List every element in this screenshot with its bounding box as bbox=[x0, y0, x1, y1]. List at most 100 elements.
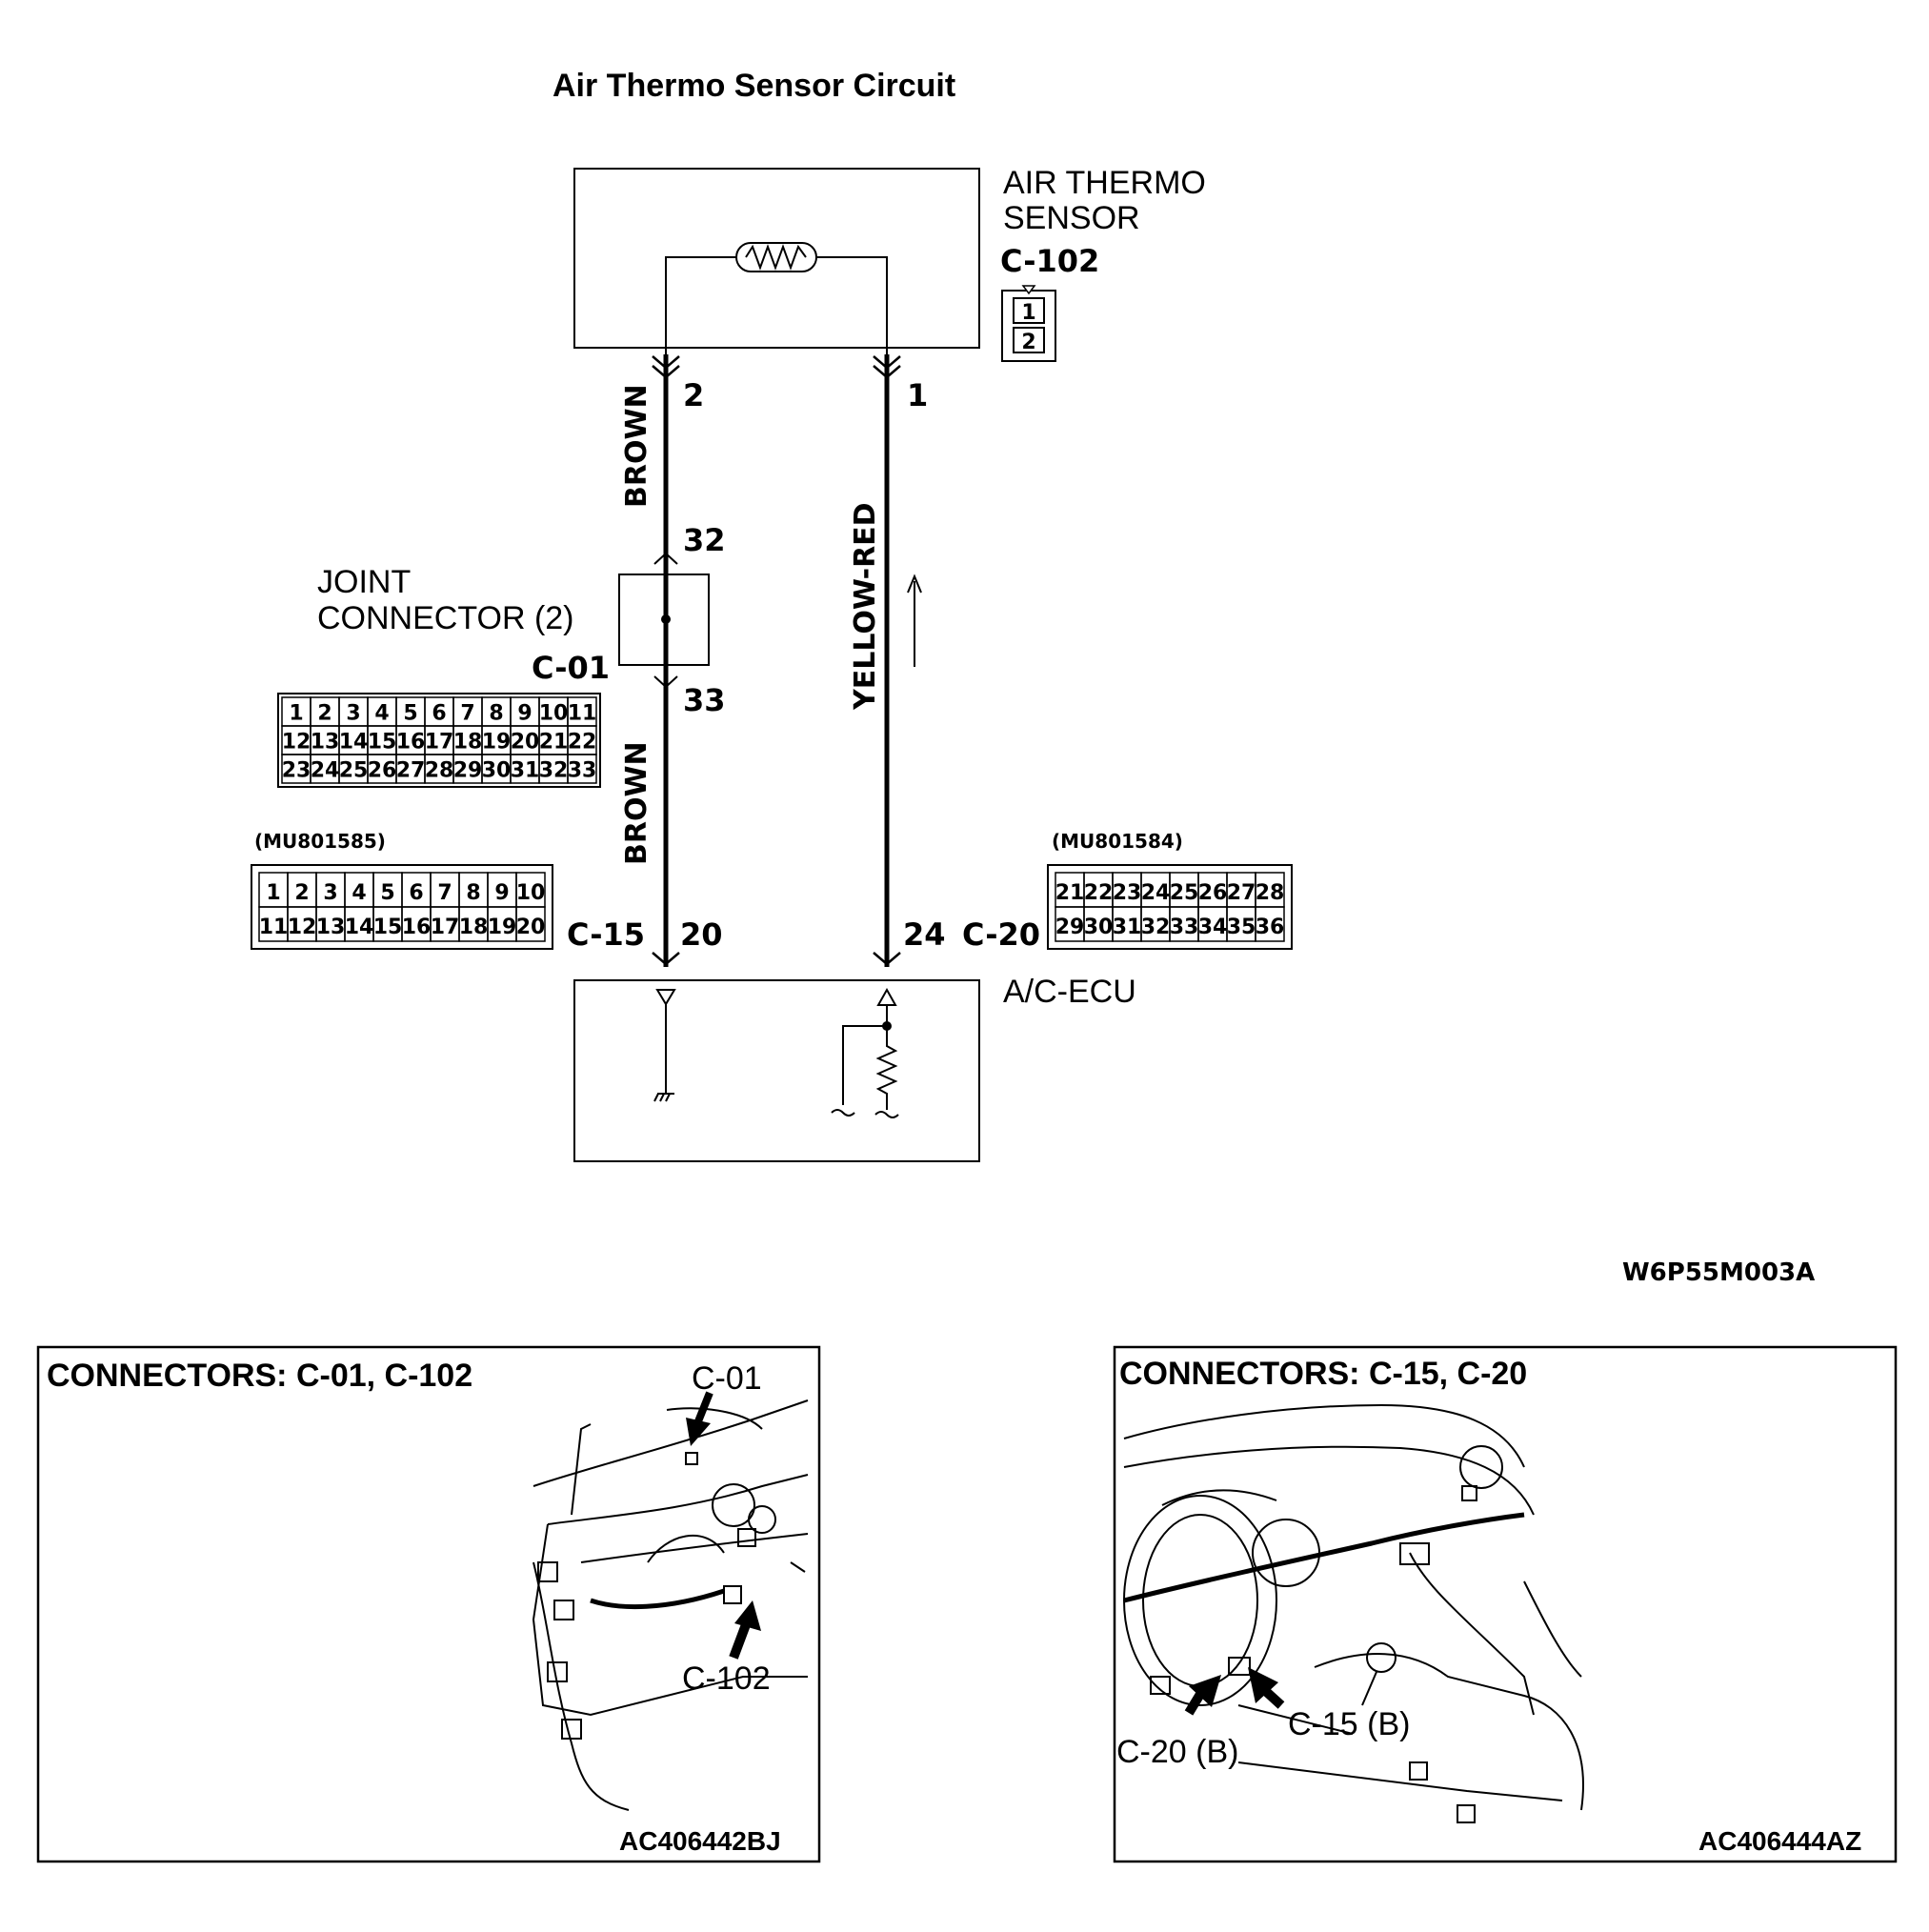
c01-pin-28: 28 bbox=[425, 758, 454, 782]
c20-pin-28: 28 bbox=[1256, 881, 1285, 905]
pin-sensor-right: 1 bbox=[907, 377, 928, 413]
c01-pin-24: 24 bbox=[311, 758, 340, 782]
c01-pin-12: 12 bbox=[282, 730, 311, 754]
c20-pin-36: 36 bbox=[1256, 916, 1285, 939]
c20-pin-33: 33 bbox=[1170, 916, 1199, 939]
c15-pin-5: 5 bbox=[380, 881, 394, 905]
joint-label-line2: CONNECTOR (2) bbox=[317, 600, 574, 636]
c15-pin-15: 15 bbox=[373, 916, 403, 939]
c20-pin-34: 34 bbox=[1198, 916, 1228, 939]
ecu-ground-circuit bbox=[653, 989, 676, 1102]
ecu-pullup-resistor bbox=[831, 987, 899, 1118]
wire-label-brown-top: BROWN bbox=[620, 384, 653, 508]
pin-sensor-left: 2 bbox=[683, 377, 704, 413]
c15-pin-10: 10 bbox=[516, 881, 546, 905]
c20-pin-23: 23 bbox=[1113, 881, 1142, 905]
c20-pin-35: 35 bbox=[1227, 916, 1256, 939]
c01-pin-14: 14 bbox=[339, 730, 369, 754]
panel-right-ref: AC406444AZ bbox=[1698, 1826, 1861, 1856]
panel-left-title: CONNECTORS: C-01, C-102 bbox=[47, 1358, 472, 1394]
c20-pin-32: 32 bbox=[1141, 916, 1171, 939]
c20-pin-22: 22 bbox=[1084, 881, 1114, 905]
c01-pin-16: 16 bbox=[396, 730, 426, 754]
c15-pin-11: 11 bbox=[259, 916, 289, 939]
c01-pin-9: 9 bbox=[517, 701, 532, 725]
callout-arrow-c102 bbox=[729, 1600, 761, 1660]
wire-label-brown-bottom: BROWN bbox=[620, 741, 653, 865]
callout-arrow-c15 bbox=[1248, 1667, 1285, 1709]
left-dashboard-illustration bbox=[532, 1399, 809, 1811]
c01-pin-25: 25 bbox=[339, 758, 369, 782]
c01-pin-23: 23 bbox=[282, 758, 311, 782]
pin-joint-bottom: 33 bbox=[683, 682, 726, 718]
figure-code: W6P55M003A bbox=[1622, 1258, 1815, 1287]
diagram-title: Air Thermo Sensor Circuit bbox=[553, 68, 955, 104]
sensor-label-line2: SENSOR bbox=[1003, 200, 1140, 236]
c20-pin-29: 29 bbox=[1055, 916, 1085, 939]
c01-pin-29: 29 bbox=[453, 758, 483, 782]
ecu-label: A/C-ECU bbox=[1003, 974, 1136, 1010]
c01-pin-13: 13 bbox=[311, 730, 340, 754]
c20-pin-24: 24 bbox=[1141, 881, 1171, 905]
callout-arrow-c20 bbox=[1184, 1675, 1221, 1716]
wire-label-yellow-red: YELLOW-RED bbox=[849, 502, 882, 711]
c01-pin-17: 17 bbox=[425, 730, 454, 754]
c102-pin-2: 2 bbox=[1021, 331, 1035, 354]
c15-connector-id: C-15 bbox=[567, 916, 645, 953]
c01-pin-15: 15 bbox=[368, 730, 397, 754]
c01-pin-32: 32 bbox=[539, 758, 569, 782]
c15-pin-1: 1 bbox=[266, 881, 280, 905]
thermistor-symbol bbox=[735, 242, 817, 272]
panel-left-callout-c102: C-102 bbox=[682, 1660, 771, 1697]
c20-pin-21: 21 bbox=[1055, 881, 1085, 905]
c01-pin-2: 2 bbox=[317, 701, 332, 725]
c01-pin-10: 10 bbox=[539, 701, 569, 725]
right-dashboard-illustration bbox=[1123, 1403, 1584, 1823]
joint-label-line1: JOINT bbox=[317, 564, 411, 600]
c01-pin-27: 27 bbox=[396, 758, 426, 782]
c01-pin-7: 7 bbox=[460, 701, 474, 725]
pin-ecu-left: 20 bbox=[680, 916, 723, 953]
c20-pin-31: 31 bbox=[1113, 916, 1142, 939]
c01-pin-1: 1 bbox=[289, 701, 303, 725]
c15-pin-20: 20 bbox=[516, 916, 546, 939]
sensor-box bbox=[573, 168, 980, 349]
panel-left-callout-c01: C-01 bbox=[692, 1360, 762, 1397]
panel-right bbox=[1113, 1345, 1898, 1863]
c15-pin-13: 13 bbox=[316, 916, 346, 939]
c20-pin-26: 26 bbox=[1198, 881, 1228, 905]
c01-pin-31: 31 bbox=[511, 758, 540, 782]
sensor-label-line1: AIR THERMO bbox=[1003, 165, 1206, 201]
c01-pin-26: 26 bbox=[368, 758, 397, 782]
pin-ecu-right: 24 bbox=[903, 916, 946, 953]
c15-pin-17: 17 bbox=[431, 916, 460, 939]
c15-pin-8: 8 bbox=[466, 881, 480, 905]
c15-pin-12: 12 bbox=[288, 916, 317, 939]
c01-pin-3: 3 bbox=[346, 701, 360, 725]
panel-right-title: CONNECTORS: C-15, C-20 bbox=[1119, 1356, 1527, 1392]
callout-arrow-c01 bbox=[686, 1391, 713, 1446]
panel-left-ref: AC406442BJ bbox=[619, 1826, 781, 1856]
c01-pin-30: 30 bbox=[482, 758, 512, 782]
c01-pin-22: 22 bbox=[568, 730, 597, 754]
c01-pin-20: 20 bbox=[511, 730, 540, 754]
panel-left bbox=[36, 1345, 821, 1863]
c20-pin-27: 27 bbox=[1227, 881, 1256, 905]
c01-pin-11: 11 bbox=[568, 701, 597, 725]
signal-direction-arrow bbox=[907, 574, 922, 667]
c01-pin-4: 4 bbox=[374, 701, 389, 725]
sensor-connector-marks bbox=[652, 355, 901, 379]
c01-pin-19: 19 bbox=[482, 730, 512, 754]
c20-connector-id: C-20 bbox=[962, 916, 1040, 953]
c15-pin-3: 3 bbox=[323, 881, 337, 905]
panel-right-callout-c20: C-20 (B) bbox=[1116, 1734, 1238, 1770]
c20-pin-25: 25 bbox=[1170, 881, 1199, 905]
ecu-connector-marks bbox=[652, 952, 901, 966]
c15-part-number: (MU801585) bbox=[254, 830, 386, 853]
sensor-connector-id: C-102 bbox=[1000, 243, 1099, 279]
c01-pin-6: 6 bbox=[432, 701, 446, 725]
c01-pin-5: 5 bbox=[403, 701, 417, 725]
